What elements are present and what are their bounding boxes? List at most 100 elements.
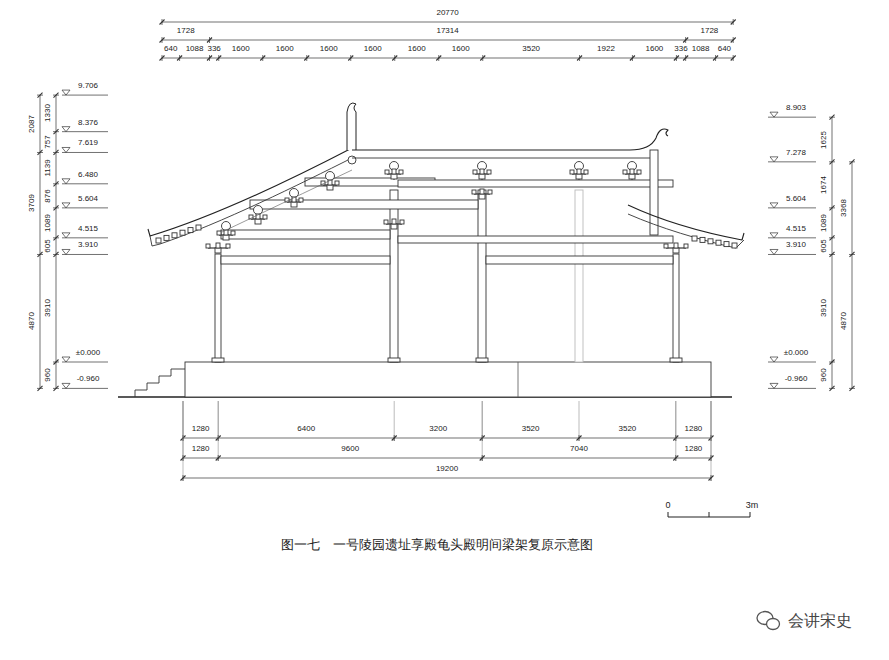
watermark-text: 会讲宋史 <box>788 613 852 629</box>
roof-underside <box>352 158 650 159</box>
bracket-block <box>684 244 688 248</box>
dimension-label: 3910 <box>44 299 52 317</box>
bracket-block <box>472 190 476 194</box>
dimension-line <box>62 152 108 153</box>
dimension-line <box>218 401 219 461</box>
bracket-block <box>623 170 627 174</box>
dimension-line <box>480 456 485 461</box>
dimension-line <box>62 183 108 184</box>
dimension-label: 1922 <box>597 45 615 53</box>
dimension-line <box>832 117 833 388</box>
dimension-line <box>577 436 582 441</box>
dimension-line <box>38 93 43 98</box>
elevation-mark <box>62 147 70 152</box>
elevation-label: 8.376 <box>78 119 98 127</box>
dimension-line <box>713 56 718 61</box>
dimension-line <box>56 95 57 388</box>
bracket-block <box>674 243 678 248</box>
dimension-label: 1600 <box>364 45 382 53</box>
watermark-icon <box>767 619 780 630</box>
dimension-line <box>181 476 186 481</box>
dimension-line <box>731 38 736 43</box>
roof-underside <box>160 158 352 244</box>
dimension-label: 1600 <box>232 45 250 53</box>
dimension-line <box>38 252 43 257</box>
timber-member <box>221 230 390 239</box>
elevation-mark <box>62 357 70 362</box>
dimension-line <box>768 161 816 162</box>
bracket-block <box>217 231 221 235</box>
rafter <box>222 170 352 232</box>
bracket-block <box>479 174 485 179</box>
dimension-line <box>54 360 59 365</box>
elevation-label: 4.515 <box>78 225 98 233</box>
elevation-mark <box>62 249 70 254</box>
eave-tile <box>700 237 705 242</box>
dimension-label: 1674 <box>820 176 828 194</box>
dimension-line <box>38 386 43 391</box>
bracket-block <box>637 170 641 174</box>
bracket-block <box>400 220 404 224</box>
dimension-line <box>482 401 483 461</box>
dimension-line <box>54 235 59 240</box>
dimension-label: 3520 <box>522 45 540 53</box>
dimension-label: 3910 <box>820 299 828 317</box>
dimension-line <box>768 207 816 208</box>
dimension-label: 1139 <box>44 160 52 177</box>
bracket-block <box>335 181 339 185</box>
column <box>673 254 679 362</box>
dimension-label: 17314 <box>436 27 458 35</box>
elevation-mark <box>770 357 778 362</box>
dimension-label: 1088 <box>186 45 204 53</box>
dimension-line <box>348 56 353 61</box>
scale-label: 3m <box>746 501 759 510</box>
bracket-block <box>664 244 668 248</box>
dimension-line <box>62 254 108 255</box>
dimension-line <box>162 22 733 23</box>
eave-end <box>150 236 160 246</box>
dimension-line <box>54 129 59 134</box>
dimension-label: 1089 <box>44 214 52 232</box>
eave-tile <box>156 238 161 243</box>
dimension-line <box>830 360 835 365</box>
dimension-line <box>54 205 59 210</box>
dimension-line <box>183 438 711 439</box>
bracket-block <box>392 169 396 174</box>
dimension-line <box>216 56 221 61</box>
dimension-label: 1280 <box>192 425 210 433</box>
eave-tile <box>172 233 177 238</box>
elevation-label: 9.706 <box>78 82 98 90</box>
stairs <box>135 369 185 397</box>
dimension-label: 960 <box>820 369 828 382</box>
bracket-block <box>391 174 397 179</box>
timber-member <box>250 200 478 209</box>
platform <box>185 362 711 397</box>
dimension-label: 1600 <box>320 45 338 53</box>
timber-member <box>398 236 673 243</box>
elevation-mark <box>62 383 70 388</box>
elevation-mark <box>770 383 778 388</box>
elevation-mark <box>770 112 778 117</box>
dimension-label: 640 <box>718 45 731 53</box>
elevation-mark <box>62 203 70 208</box>
roof-ridge <box>352 129 668 150</box>
bracket-block <box>630 169 634 174</box>
dimension-line <box>830 115 835 120</box>
dimension-line <box>207 38 212 43</box>
dimension-label: 1088 <box>692 45 710 53</box>
eave-tile <box>708 239 713 244</box>
dimension-line <box>768 254 816 255</box>
elevation-label: ±0.000 <box>76 349 100 357</box>
dimension-line <box>62 207 108 208</box>
elevation-label: 6.480 <box>78 171 98 179</box>
eave-tile <box>180 230 185 235</box>
dimension-label: 1330 <box>44 104 52 122</box>
gable-board <box>650 150 658 235</box>
dimension-label: 1728 <box>701 27 719 35</box>
dimension-lines <box>37 19 855 517</box>
eave-tile <box>164 235 169 240</box>
bracket-block <box>673 248 679 253</box>
dimension-label: 605 <box>44 239 52 252</box>
bracket-block <box>629 174 635 179</box>
dimension-line <box>673 456 678 461</box>
